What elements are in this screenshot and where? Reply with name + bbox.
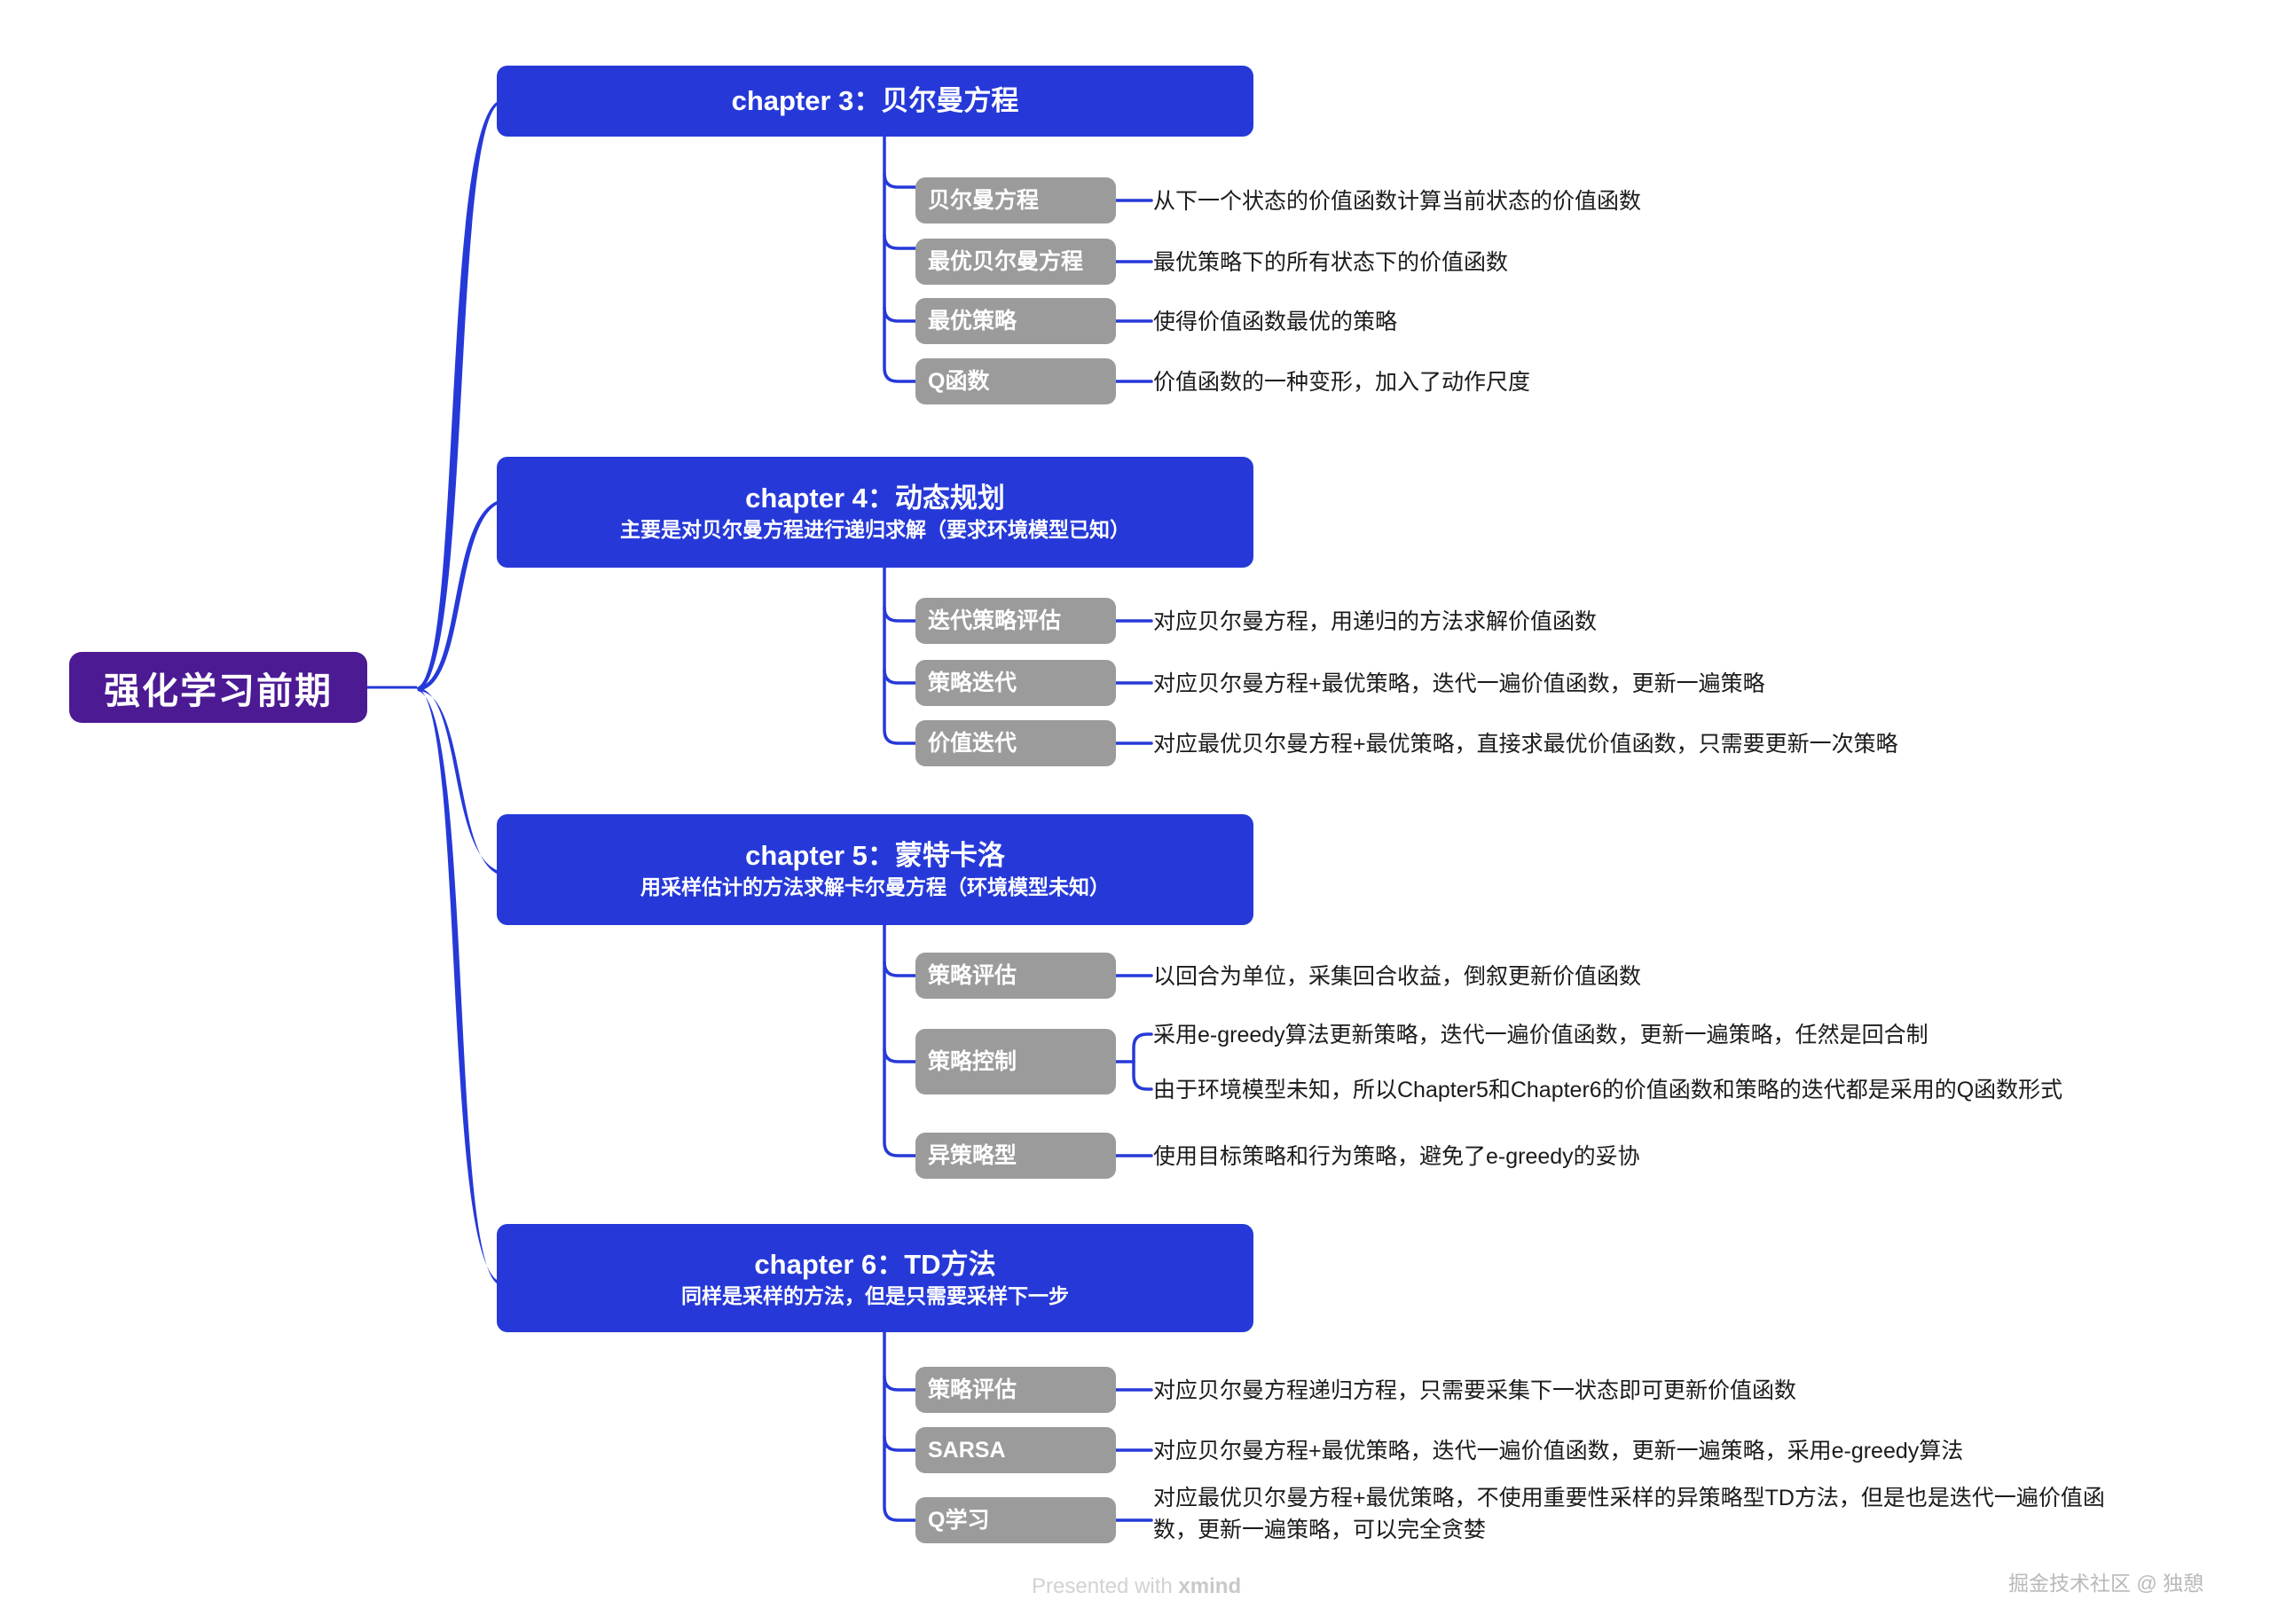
topic-node-policy-evaluation-td[interactable]: 策略评估	[915, 1367, 1116, 1413]
topic-node-iterative-policy-evaluation[interactable]: 迭代策略评估	[915, 598, 1116, 644]
chapter-node-3-title: chapter 3：贝尔曼方程	[731, 85, 1019, 117]
topic-node-bellman-equation[interactable]: 贝尔曼方程	[915, 177, 1116, 224]
topic-label: 价值迭代	[928, 730, 1017, 756]
xmind-watermark: Presented with xmind	[1032, 1574, 1241, 1599]
topic-label: 策略评估	[928, 1377, 1017, 1402]
topic-label: 贝尔曼方程	[928, 187, 1040, 213]
chapter3-subtree-connectors	[883, 129, 917, 383]
chapter5-leaf-connectors	[1114, 974, 1153, 1157]
root-node[interactable]: 强化学习前期	[69, 652, 367, 723]
chapter5-subtree-connectors	[883, 923, 917, 1157]
leaf-node[interactable]: 对应贝尔曼方程递归方程，只需要采集下一状态即可更新价值函数	[1153, 1378, 1797, 1403]
topic-node-off-policy[interactable]: 异策略型	[915, 1133, 1116, 1179]
chapter6-subtree-connectors	[883, 1330, 917, 1522]
leaf-node[interactable]: 最优策略下的所有状态下的价值函数	[1153, 250, 1509, 275]
topic-node-q-learning[interactable]: Q学习	[915, 1497, 1116, 1543]
topic-label: 策略迭代	[928, 670, 1017, 695]
chapter4-subtree-connectors	[883, 566, 917, 745]
xmind-brand-label: xmind	[1178, 1574, 1242, 1598]
topic-label: Q学习	[928, 1507, 990, 1533]
leaf-node[interactable]: 对应贝尔曼方程+最优策略，迭代一遍价值函数，更新一遍策略	[1153, 671, 1765, 696]
chapter4-leaf-connectors	[1114, 619, 1153, 745]
topic-node-optimal-bellman-equation[interactable]: 最优贝尔曼方程	[915, 239, 1116, 285]
topic-label: 策略评估	[928, 962, 1017, 988]
topic-node-q-function[interactable]: Q函数	[915, 358, 1116, 404]
leaf-node[interactable]: 从下一个状态的价值函数计算当前状态的价值函数	[1153, 189, 1642, 214]
chapter-node-4-title: chapter 4：动态规划	[745, 482, 1005, 514]
leaf-node[interactable]: 采用e-greedy算法更新策略，迭代一遍价值函数，更新一遍策略，任然是回合制	[1153, 1023, 1928, 1047]
leaf-node[interactable]: 由于环境模型未知，所以Chapter5和Chapter6的价值函数和策略的迭代都…	[1153, 1078, 2063, 1102]
topic-node-value-iteration[interactable]: 价值迭代	[915, 720, 1116, 766]
chapter-node-6-subtitle: 同样是采样的方法，但是只需要采样下一步	[681, 1283, 1069, 1307]
leaf-node[interactable]: 使用目标策略和行为策略，避免了e-greedy的妥协	[1153, 1144, 1640, 1169]
root-to-chapter3-connector	[417, 102, 497, 691]
topic-label: Q函数	[928, 368, 990, 394]
leaf-node[interactable]: 对应贝尔曼方程，用递归的方法求解价值函数	[1153, 609, 1598, 634]
root-to-chapter5-connector	[417, 687, 497, 874]
topic-label: 异策略型	[928, 1142, 1017, 1168]
leaf-node[interactable]: 对应贝尔曼方程+最优策略，迭代一遍价值函数，更新一遍策略，采用e-greedy算…	[1153, 1439, 1964, 1463]
chapter-node-4-subtitle: 主要是对贝尔曼方程进行递归求解（要求环境模型已知）	[620, 518, 1130, 542]
chapter-node-5[interactable]: chapter 5：蒙特卡洛 用采样估计的方法求解卡尔曼方程（环境模型未知）	[497, 814, 1253, 925]
leaf-node[interactable]: 以回合为单位，采集回合收益，倒叙更新价值函数	[1153, 964, 1642, 989]
topic-node-policy-control[interactable]: 策略控制	[915, 1029, 1116, 1094]
leaf-node[interactable]: 使得价值函数最优的策略	[1153, 310, 1398, 334]
topic-label: 策略控制	[928, 1048, 1017, 1074]
chapter-node-5-title: chapter 5：蒙特卡洛	[745, 840, 1005, 872]
topic-node-policy-evaluation-mc[interactable]: 策略评估	[915, 953, 1116, 999]
chapter-node-4[interactable]: chapter 4：动态规划 主要是对贝尔曼方程进行递归求解（要求环境模型已知）	[497, 457, 1253, 568]
topic-label: 迭代策略评估	[928, 608, 1062, 633]
chapter-node-5-subtitle: 用采样估计的方法求解卡尔曼方程（环境模型未知）	[640, 875, 1110, 899]
chapter3-leaf-connectors	[1114, 199, 1153, 383]
leaf-node[interactable]: 价值函数的一种变形，加入了动作尺度	[1153, 370, 1531, 395]
leaf-node[interactable]: 对应最优贝尔曼方程+最优策略，直接求最优价值函数，只需要更新一次策略	[1153, 732, 1898, 757]
chapter-node-6[interactable]: chapter 6：TD方法 同样是采样的方法，但是只需要采样下一步	[497, 1224, 1253, 1332]
root-node-label: 强化学习前期	[104, 671, 333, 711]
topic-node-policy-iteration[interactable]: 策略迭代	[915, 660, 1116, 706]
root-to-chapter4-connector	[417, 501, 497, 691]
author-watermark: 掘金技术社区 @ 独憩	[2008, 1572, 2204, 1595]
chapter6-leaf-connectors	[1114, 1388, 1153, 1522]
topic-label: 最优策略	[928, 308, 1017, 333]
leaf-node[interactable]: 对应最优贝尔曼方程+最优策略，不使用重要性采样的异策略型TD方法，但是也是迭代一…	[1153, 1486, 2105, 1542]
root-to-chapter6-connector	[417, 687, 497, 1283]
chapter-node-6-title: chapter 6：TD方法	[754, 1248, 996, 1280]
chapter-node-3[interactable]: chapter 3：贝尔曼方程	[497, 66, 1253, 137]
topic-label: 最优贝尔曼方程	[928, 248, 1084, 274]
topic-node-optimal-policy[interactable]: 最优策略	[915, 298, 1116, 344]
topic-node-sarsa[interactable]: SARSA	[915, 1427, 1116, 1473]
topic-label: SARSA	[928, 1437, 1006, 1463]
xmind-watermark-prefix: Presented with	[1032, 1574, 1179, 1598]
